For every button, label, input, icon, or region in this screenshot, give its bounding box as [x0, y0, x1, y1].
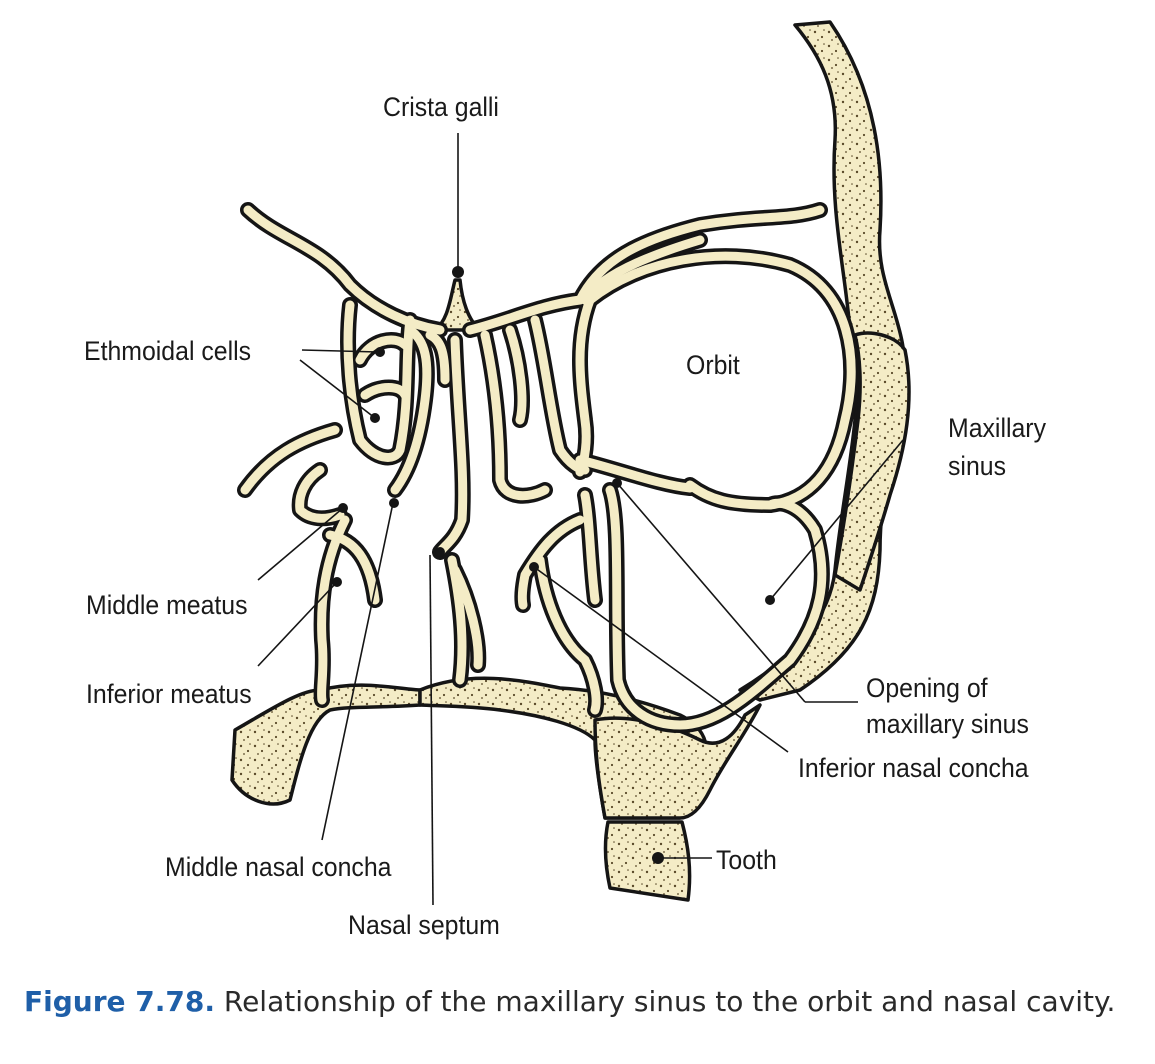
- label-opening-2: maxillary sinus: [866, 709, 1029, 739]
- label-ethmoidal-cells: Ethmoidal cells: [84, 336, 252, 366]
- tooth-shape: [603, 820, 692, 902]
- label-crista-galli: Crista galli: [383, 92, 499, 122]
- caption-text: Relationship of the maxillary sinus to t…: [214, 985, 1116, 1018]
- label-orbit: Orbit: [686, 350, 740, 380]
- figure-caption: Figure 7.78. Relationship of the maxilla…: [24, 982, 1115, 1022]
- zygomatic-bone: [833, 331, 911, 592]
- label-tooth: Tooth: [716, 845, 777, 875]
- label-nasal-septum: Nasal septum: [348, 910, 500, 940]
- label-inferior-meatus: Inferior meatus: [86, 679, 252, 709]
- pointer-dots: [332, 266, 775, 864]
- label-maxillary-sinus-1: Maxillary: [948, 413, 1046, 443]
- label-middle-meatus: Middle meatus: [86, 590, 248, 620]
- leader-lines: [257, 133, 904, 906]
- label-opening-1: Opening of: [866, 673, 988, 703]
- label-maxillary-sinus-2: sinus: [948, 451, 1006, 481]
- figure-number: Figure 7.78.: [24, 985, 215, 1018]
- label-inferior-nasal-concha: Inferior nasal concha: [798, 753, 1029, 783]
- label-middle-nasal-concha: Middle nasal concha: [165, 852, 392, 882]
